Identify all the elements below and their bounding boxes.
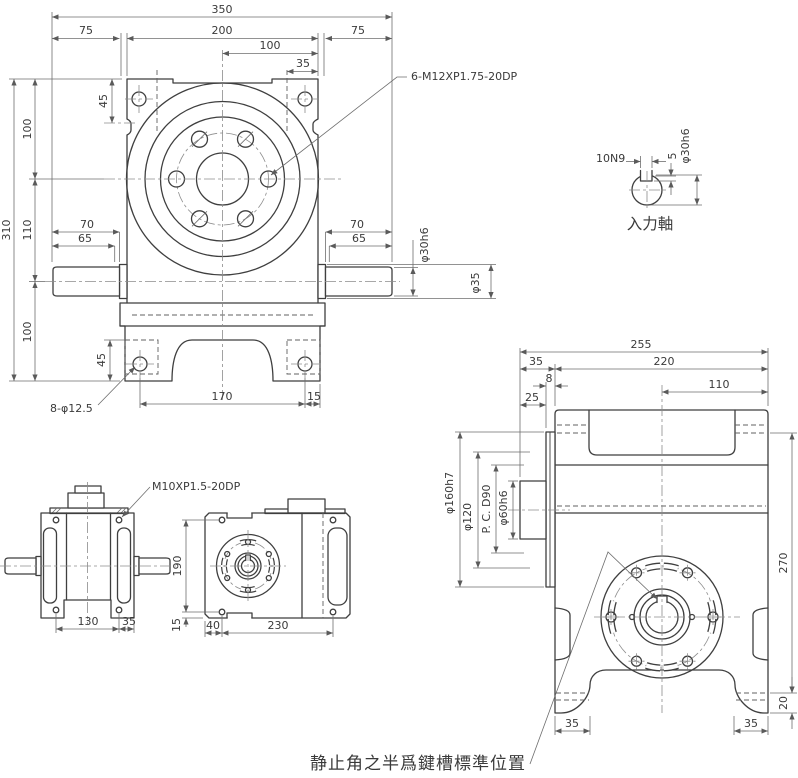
- dim-35-bottom-left: 35: [565, 717, 579, 730]
- dim-45-top: 45: [97, 94, 110, 108]
- dim-dia120: φ120: [461, 503, 474, 531]
- dim-40: 40: [206, 619, 220, 632]
- dim-310: 310: [0, 220, 13, 241]
- input-shaft-detail: 10N9 5 φ30h6 入力軸: [596, 128, 702, 233]
- dim-110-side: 110: [709, 378, 730, 391]
- front-dimensions: 350 75 200 75 100 35 310 100 110 100 45: [0, 3, 518, 415]
- dim-pcd90: P. C. D90: [480, 484, 493, 533]
- dim-dia160h7: φ160h7: [443, 472, 456, 514]
- note-8-holes: 8-φ12.5: [50, 402, 93, 415]
- keyway-position-note: 静止角之半爲鍵槽標準位置: [310, 754, 526, 774]
- left-side-view: 130 35 M10XP1.5-20DP: [0, 480, 241, 633]
- dim-45-bottom: 45: [95, 353, 108, 367]
- dim-dia30h6-shaft: φ30h6: [418, 227, 431, 262]
- dim-dia35: φ35: [469, 272, 482, 293]
- dim-35-bottom-right: 35: [744, 717, 758, 730]
- dim-75-right: 75: [351, 24, 365, 37]
- dim-130: 130: [78, 615, 99, 628]
- dim-20: 20: [777, 696, 790, 710]
- dim-25: 25: [525, 391, 539, 404]
- dim-230: 230: [268, 619, 289, 632]
- flange-slots-small: [221, 539, 275, 593]
- side-view: 255 35 220 8 25 110 φ160h7 φ120 P. C. D9…: [443, 338, 797, 765]
- dim-15-bottom: 15: [170, 618, 183, 632]
- dim-70-right: 70: [350, 218, 364, 231]
- side-dimensions: 255 35 220 8 25 110 φ160h7 φ120 P. C. D9…: [443, 338, 797, 735]
- dim-dia30h6-input: φ30h6: [679, 128, 692, 163]
- mounting-holes: [124, 85, 321, 378]
- front-view: 350 75 200 75 100 35 310 100 110 100 45: [0, 3, 518, 415]
- dim-100-left-lower: 100: [21, 322, 34, 343]
- dim-255: 255: [631, 338, 652, 351]
- dim-35-flange: 35: [529, 355, 543, 368]
- dim-35-top: 35: [296, 57, 310, 70]
- dim-350: 350: [212, 3, 233, 16]
- dim-110: 110: [21, 220, 34, 241]
- note-thread-m10: M10XP1.5-20DP: [152, 480, 241, 493]
- dim-190: 190: [171, 556, 184, 577]
- dim-dia60h6: φ60h6: [497, 490, 510, 525]
- dim-keyway-10N9: 10N9: [596, 152, 625, 165]
- dim-35-foot: 35: [122, 615, 136, 628]
- dim-100-top: 100: [260, 39, 281, 52]
- dim-15: 15: [307, 390, 321, 403]
- dim-65-right: 65: [352, 232, 366, 245]
- note-thread-m12: 6-M12XP1.75-20DP: [411, 70, 518, 83]
- dim-70-left: 70: [80, 218, 94, 231]
- dim-75-left: 75: [79, 24, 93, 37]
- dim-220: 220: [654, 355, 675, 368]
- dim-270: 270: [777, 553, 790, 574]
- dim-keyway-depth-5: 5: [666, 153, 679, 160]
- dim-100-left-upper: 100: [21, 119, 34, 140]
- dim-65-left: 65: [78, 232, 92, 245]
- dim-200: 200: [212, 24, 233, 37]
- bottom-view: 190 15 40 230: [170, 498, 351, 637]
- input-shaft-label: 入力軸: [627, 215, 674, 233]
- dim-170: 170: [212, 390, 233, 403]
- dim-8: 8: [546, 372, 553, 385]
